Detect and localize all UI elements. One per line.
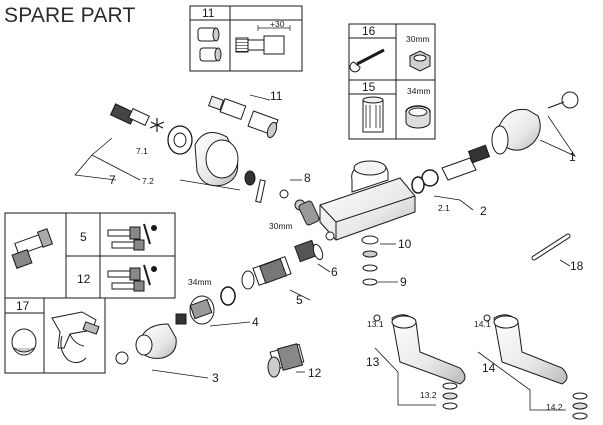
page-title: SPARE PART xyxy=(4,4,136,27)
part-8-spindle-parts xyxy=(244,170,320,226)
callout-5: 5 xyxy=(296,293,303,307)
leader-lines xyxy=(74,94,577,411)
callout-9: 9 xyxy=(400,275,407,289)
part-2-cartridge-thermo xyxy=(411,144,491,194)
part-7-handle-assembly xyxy=(109,103,239,187)
part-12-check-valve xyxy=(267,343,305,378)
part-13-2-rings xyxy=(442,382,458,410)
callout-10: 10 xyxy=(398,237,412,251)
callout-2: 2 xyxy=(480,204,487,218)
extension-dimension: +30 xyxy=(270,19,285,29)
box-12-number: 12 xyxy=(77,272,91,286)
callout-7-1: 7.1 xyxy=(136,146,148,156)
cartridge-sleeve-icon xyxy=(362,96,384,133)
part-1-temperature-handle xyxy=(491,91,579,155)
callout-11: 11 xyxy=(270,89,283,103)
check-valve-icon xyxy=(11,228,54,269)
extension-sleeves-icon xyxy=(197,27,222,62)
box-11: 11 +30 xyxy=(189,5,303,72)
box-5-12: 5 12 xyxy=(4,212,176,299)
part-18-key xyxy=(531,233,571,261)
extension-fitting-icon xyxy=(235,25,291,55)
part-6-cartridge xyxy=(294,239,324,263)
callout-2-1: 2.1 xyxy=(438,203,450,213)
box-5-number: 5 xyxy=(80,230,87,244)
part-13-spout xyxy=(373,314,466,385)
ring-34mm-dimension: 34mm xyxy=(188,277,212,287)
box-17: 17 xyxy=(4,297,106,374)
part-14-2-rings xyxy=(572,392,588,420)
nut-30mm-dimension: 30mm xyxy=(269,221,293,231)
callout-4: 4 xyxy=(252,315,259,329)
callout-14-2: 14.2 xyxy=(546,402,563,412)
callout-14-1: 14.1 xyxy=(474,319,491,329)
callout-12: 12 xyxy=(308,366,322,380)
hot-valve-set-icon xyxy=(107,264,157,292)
grease-tube-icon xyxy=(11,328,37,356)
part-3-flow-handle xyxy=(115,313,187,365)
wrench-icon xyxy=(349,48,385,73)
part-11-sleeves xyxy=(208,95,279,139)
box-15-number: 15 xyxy=(362,80,376,94)
callout-13-2: 13.2 xyxy=(420,390,437,400)
box-16-15: 16 15 30mm 34mm xyxy=(348,23,436,140)
callout-1: 1 xyxy=(569,150,576,164)
box-17-number: 17 xyxy=(16,299,30,313)
callout-labels: 1 2 2.1 3 4 5 6 7 7.1 7.2 8 9 10 11 12 1… xyxy=(109,89,584,412)
callout-18: 18 xyxy=(570,259,584,273)
box-16-size: 30mm xyxy=(406,34,430,44)
box-15-size: 34mm xyxy=(407,86,431,96)
part-4-ring xyxy=(189,286,236,325)
callout-13-1: 13.1 xyxy=(367,319,384,329)
callout-14: 14 xyxy=(482,361,496,375)
box-16-number: 16 xyxy=(362,24,376,38)
callout-3: 3 xyxy=(212,371,219,385)
hand-applying-grease-icon xyxy=(51,311,100,364)
callout-7: 7 xyxy=(109,173,116,187)
part-5-flow-cartridge xyxy=(241,256,292,290)
callout-8: 8 xyxy=(304,171,311,185)
hex-nut-icon xyxy=(409,50,431,72)
callout-7-2: 7.2 xyxy=(142,176,154,186)
callout-13: 13 xyxy=(366,355,380,369)
part-9-10-seals xyxy=(361,235,379,286)
part-14-spout xyxy=(483,314,568,385)
callout-6: 6 xyxy=(331,265,338,279)
box-11-number: 11 xyxy=(202,6,215,20)
cold-valve-set-icon xyxy=(107,223,157,251)
thermostat-body xyxy=(319,160,416,241)
ring-icon xyxy=(405,105,431,129)
